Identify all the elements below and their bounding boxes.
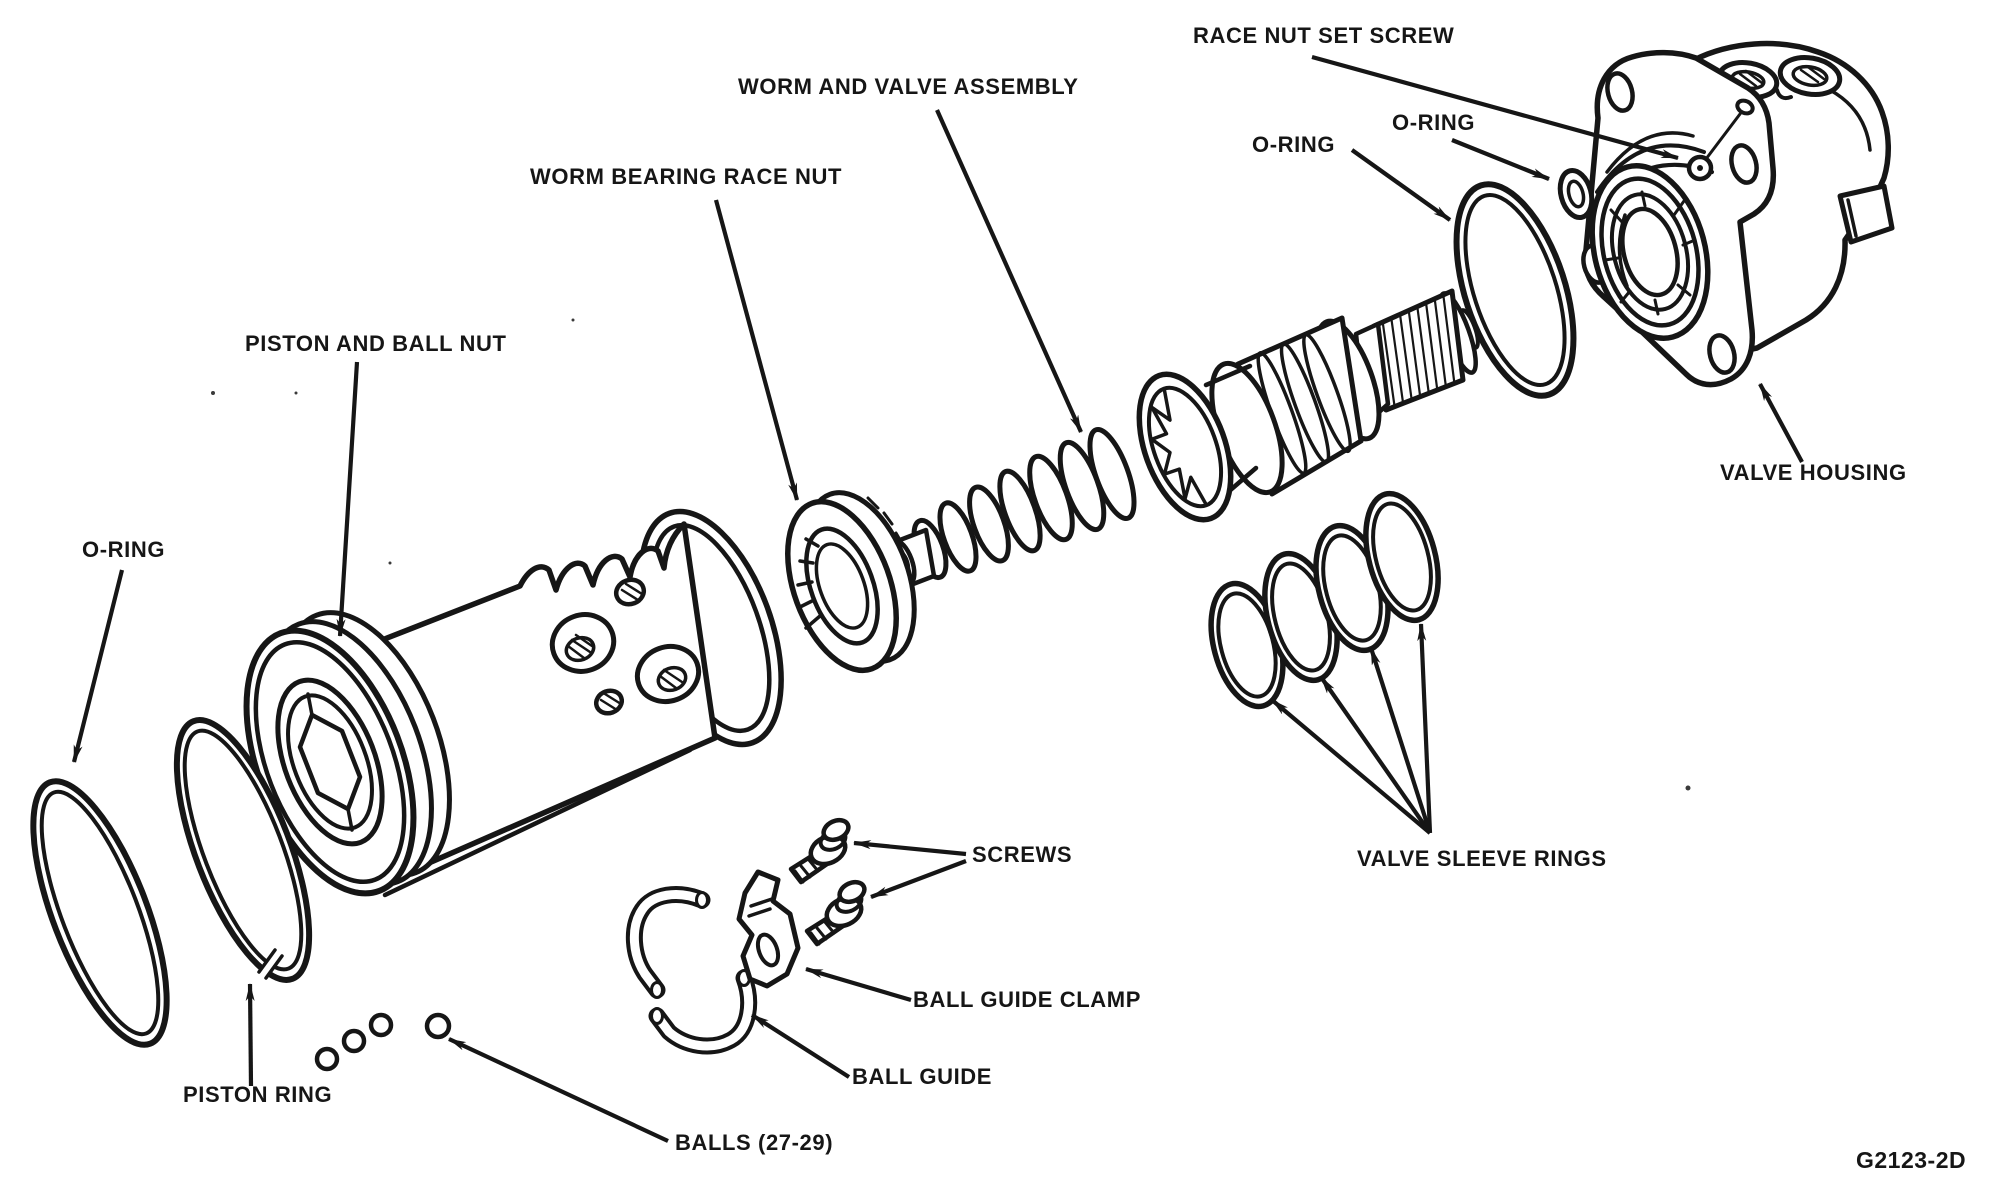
label-o-ring-small: O-RING bbox=[1392, 110, 1476, 135]
balls-drawing bbox=[314, 1012, 452, 1072]
label-o-ring-piston: O-RING bbox=[82, 537, 166, 562]
valve-sleeve-rings-drawing bbox=[1208, 490, 1441, 710]
leader-worm-bearing-race-nut bbox=[713, 199, 800, 501]
label-o-ring-large: O-RING bbox=[1252, 132, 1336, 157]
leader-o-ring-small bbox=[1451, 138, 1550, 181]
piston-ring-drawing bbox=[173, 717, 313, 983]
valve-housing-drawing bbox=[1581, 40, 1895, 388]
label-race-nut-set-screw: RACE NUT SET SCREW bbox=[1193, 23, 1455, 48]
leader-race-nut-set-screw bbox=[1311, 54, 1679, 161]
leader-screw-lower bbox=[870, 859, 967, 899]
label-piston-and-ball-nut: PISTON AND BALL NUT bbox=[245, 331, 507, 356]
piston-and-ball-nut-drawing bbox=[243, 508, 784, 898]
leader-screw-upper bbox=[853, 840, 967, 857]
ball-guide-drawing bbox=[625, 886, 758, 1055]
leader-valve-sleeve-ring-2 bbox=[1319, 675, 1432, 835]
leader-valve-sleeve-ring-4 bbox=[1417, 623, 1433, 834]
label-balls: BALLS (27-29) bbox=[675, 1130, 834, 1155]
screws-drawing bbox=[788, 817, 867, 947]
print-speckles bbox=[211, 318, 1691, 791]
leader-valve-housing bbox=[1758, 383, 1804, 463]
o-ring-piston-drawing bbox=[30, 778, 170, 1048]
o-ring-small-drawing bbox=[1557, 167, 1595, 221]
o-ring-large-drawing bbox=[1453, 181, 1577, 399]
leader-lines bbox=[71, 54, 1804, 1143]
label-ball-guide-clamp: BALL GUIDE CLAMP bbox=[913, 987, 1141, 1012]
worm-bearing-race-nut-drawing bbox=[785, 490, 917, 674]
label-worm-and-valve-assembly: WORM AND VALVE ASSEMBLY bbox=[738, 74, 1079, 99]
leader-o-ring-piston bbox=[71, 569, 125, 763]
leader-worm-and-valve-assembly bbox=[935, 109, 1083, 433]
leader-piston-ring bbox=[245, 983, 255, 1087]
label-valve-housing: VALVE HOUSING bbox=[1720, 460, 1907, 485]
leader-valve-sleeve-ring-1 bbox=[1270, 698, 1432, 835]
ball-guide-clamp-drawing bbox=[736, 869, 801, 989]
leader-piston-and-ball-nut bbox=[336, 361, 360, 637]
leader-o-ring-large bbox=[1350, 148, 1452, 222]
label-piston-ring: PISTON RING bbox=[183, 1082, 333, 1107]
label-ball-guide: BALL GUIDE bbox=[852, 1064, 993, 1089]
leader-ball-guide bbox=[750, 1013, 851, 1079]
leader-valve-sleeve-ring-3 bbox=[1368, 647, 1433, 834]
label-worm-bearing-race-nut: WORM BEARING RACE NUT bbox=[530, 164, 843, 189]
figure-code: G2123-2D bbox=[1856, 1147, 1967, 1173]
label-screws: SCREWS bbox=[972, 842, 1073, 867]
leader-ball-guide-clamp bbox=[805, 966, 912, 1003]
leader-balls bbox=[448, 1037, 669, 1143]
label-valve-sleeve-rings: VALVE SLEEVE RINGS bbox=[1357, 846, 1607, 871]
race-nut-set-screw-drawing bbox=[1686, 98, 1755, 182]
